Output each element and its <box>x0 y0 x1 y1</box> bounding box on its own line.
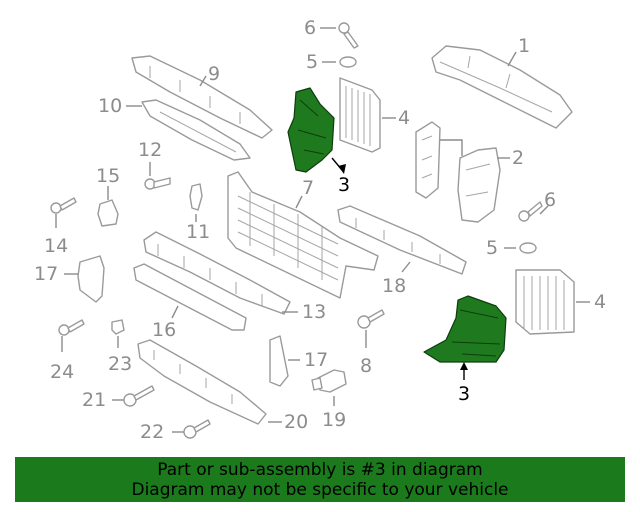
part-24-bolt <box>58 319 85 352</box>
part-5-clips <box>322 56 537 254</box>
callout-4-upper: 4 <box>398 107 410 129</box>
part-15-clip <box>97 186 119 227</box>
part-13-foam-strip <box>143 231 298 315</box>
callout-7: 7 <box>302 177 314 199</box>
callout-17-right: 17 <box>304 349 328 371</box>
callout-6-lower: 6 <box>544 189 556 211</box>
arrowhead-3-lower <box>460 362 468 370</box>
callout-20: 20 <box>284 411 308 433</box>
part-16-absorber <box>133 263 247 331</box>
callout-12: 12 <box>138 139 162 161</box>
banner-line-2: Diagram may not be specific to your vehi… <box>131 479 509 500</box>
callout-18: 18 <box>382 275 406 297</box>
part-20-bottom-cover <box>137 339 282 425</box>
part-14-bolt <box>50 197 77 228</box>
part-1-upper-duct <box>431 45 573 129</box>
part-18-lower-bar <box>337 205 467 275</box>
part-2-brackets <box>415 121 510 223</box>
callout-5-lower: 5 <box>486 237 498 259</box>
part-12-bolt <box>144 162 171 190</box>
callout-3-lower: 3 <box>458 383 470 405</box>
part-11-clip <box>189 183 203 222</box>
callout-16: 16 <box>152 319 176 341</box>
part-4-shutter-lower <box>515 269 590 335</box>
callout-6-upper: 6 <box>304 17 316 39</box>
parts-diagram: 1 2 3 3 4 4 5 5 6 6 7 8 9 10 11 12 13 14… <box>34 17 606 443</box>
part-7-grille-frame <box>227 171 379 299</box>
callout-21: 21 <box>82 389 106 411</box>
callout-17-left: 17 <box>34 263 58 285</box>
part-6-bolts <box>320 22 549 222</box>
info-banner: Part or sub-assembly is #3 in diagram Di… <box>15 457 625 502</box>
part-3-deflector-upper <box>287 87 343 173</box>
callout-3-upper: 3 <box>338 174 350 196</box>
part-21-bolt <box>112 385 155 407</box>
part-19-sensor <box>311 369 347 406</box>
callout-4-lower: 4 <box>594 291 606 313</box>
callout-24: 24 <box>50 361 74 383</box>
part-4-shutter-upper <box>339 77 396 153</box>
callout-22: 22 <box>140 421 164 443</box>
callout-5-upper: 5 <box>306 51 318 73</box>
callout-19: 19 <box>322 409 346 431</box>
banner-line-1: Part or sub-assembly is #3 in diagram <box>157 459 483 480</box>
part-17-brackets <box>64 255 300 387</box>
part-3-deflector-lower <box>423 295 507 380</box>
part-10-strip <box>126 99 251 161</box>
callout-23: 23 <box>108 353 132 375</box>
callout-1: 1 <box>518 35 530 57</box>
callout-2: 2 <box>512 147 524 169</box>
callout-8: 8 <box>360 355 372 377</box>
callout-10: 10 <box>98 95 122 117</box>
callout-13: 13 <box>302 301 326 323</box>
part-9-trim-strip <box>131 55 273 139</box>
callout-14: 14 <box>44 235 68 257</box>
callout-9: 9 <box>208 63 220 85</box>
part-23-clip <box>111 319 125 348</box>
part-8-bolt <box>357 309 385 348</box>
part-22-bolt <box>172 419 211 439</box>
callout-11: 11 <box>186 221 210 243</box>
arrowhead-3-upper <box>338 164 346 174</box>
callout-15: 15 <box>96 165 120 187</box>
